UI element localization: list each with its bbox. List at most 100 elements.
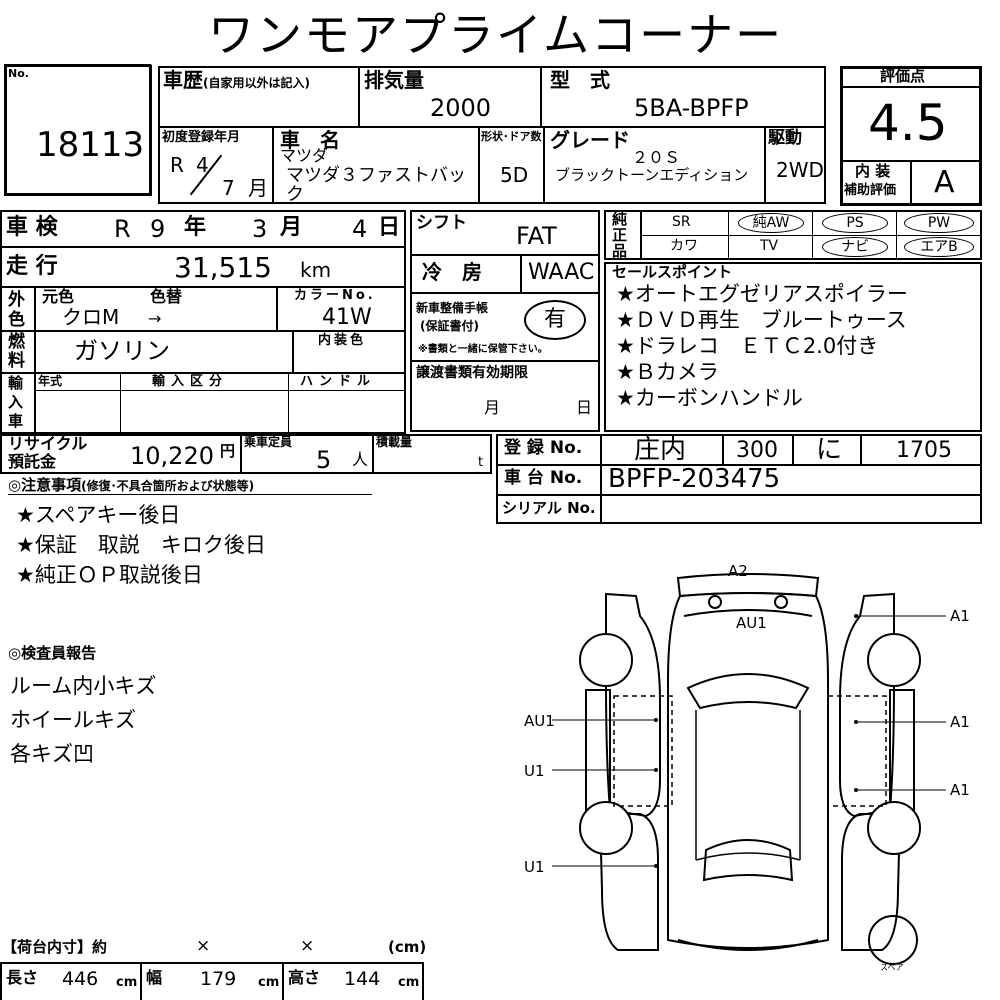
first-reg-label: 初度登録年月 [162,130,241,145]
transfer-label: 譲渡書類有効期限 [416,365,528,381]
change-color-label: 色替 [150,287,183,306]
recycle-box [0,434,492,474]
displacement-value: 2000 [430,94,492,122]
model-label: 型 式 [550,68,610,92]
serial-label: シリアル No. [502,499,596,517]
car-name: マツダ３ファストバック [286,165,466,205]
interior-color-label: 内装色 [318,333,367,348]
diagram-label-right-rear-door: A1 [950,781,970,799]
color-code-label: カラーNo. [294,288,376,303]
manual-label-2: (保証書付) [420,319,479,333]
cargo-x1: × [196,936,211,956]
inspector-item: 各キズ凹 [10,742,94,766]
reg-number: 1705 [896,438,952,463]
load-label: 積載量 [376,435,413,449]
equip-pw: PW [904,213,974,233]
reg-area: 庄内 [634,435,687,465]
diagram-label-front: A2 [728,562,748,580]
inspection-day-unit: 日 [378,215,401,240]
shift-box [410,210,600,432]
note-item: ★純正ＯＰ取説後日 [16,563,203,587]
manual-note: ※書類と一緒に保管下さい。 [418,344,548,355]
import-label: 輸入車 [8,374,24,430]
chassis-value: BPFP-203475 [608,464,781,494]
ac-value: WAAC [528,260,595,285]
cargo-length-unit: cm [116,975,138,990]
capacity-unit: 人 [352,450,369,469]
manual-value: 有 [524,300,586,340]
interior-label-1: 内 装 [855,162,891,180]
mileage-unit: km [300,258,332,282]
transfer-month-unit: 月 [484,398,501,417]
grade-value-2: ブラックトーンエディション [555,166,749,184]
inspector-item: ホイールキズ [10,708,136,732]
equip-tv: TV [760,238,779,254]
registration-box [496,434,982,524]
cargo-unit: (cm) [388,938,427,956]
recycle-unit: 円 [220,442,236,460]
ac-label: 冷 房 [422,260,482,284]
displacement-label: 排気量 [364,68,424,92]
grade-label: グレード [550,128,630,152]
inspection-month-unit: 月 [280,215,303,240]
grade-value-1: ２０Ｓ [632,148,681,167]
notes-label: ◎注意事項(修復･不具合箇所および状態等) [8,476,255,494]
chassis-label: 車 台 No. [504,468,583,488]
inspection-year-unit: 年 [184,215,207,240]
cargo-x2: × [300,936,315,956]
equip-alloy-wheel: 純AW [738,213,804,233]
sales-item: ★オートエグゼリアスポイラー [616,282,908,306]
fuel-value: ガソリン [74,337,170,365]
first-reg-year: 4 [196,153,209,177]
cargo-width-unit: cm [258,975,280,990]
sales-item: ★ドラレコ ＥＴＣ2.0付き [616,334,879,358]
cargo-box [0,962,424,1000]
inspector-item: ルーム内小キズ [10,674,157,698]
equipment-label: 純正品 [612,210,628,260]
car-damage-diagram: A2 AU1 A1 AU1 A1 U1 A1 U1 スペア [524,562,970,972]
model-value: 5BA-BPFP [634,94,749,122]
cargo-label: 【荷台内寸】約 [2,938,108,956]
import-type-label: 輸入区分 [152,374,229,389]
score-label: 評価点 [880,67,926,85]
diagram-label-left-front-door: AU1 [524,712,555,730]
change-color-value: → [148,309,162,328]
sales-item: ★ＤＶＤ再生 ブルートゥース [616,308,907,332]
equip-sr: SR [672,214,691,230]
page-title: ワンモアプライムコーナー [208,8,784,62]
equip-navi: ナビ [822,237,888,257]
mileage-label: 走 行 [6,254,58,279]
shift-value: FAT [516,222,557,250]
manual-label-1: 新車整備手帳 [416,301,489,315]
capacity-value: 5 [316,446,332,474]
reg-label: 登 録 No. [504,438,583,458]
capacity-label: 乗車定員 [244,435,293,449]
sales-label: セールスポイント [612,263,733,281]
orig-color-value: クロM [62,305,120,329]
first-reg-month: 7 [222,176,235,200]
cargo-width-value: 179 [200,968,237,990]
load-unit: t [478,455,484,470]
color-code-value: 41W [322,305,372,330]
orig-color-label: 元色 [42,287,75,306]
inspection-box [0,210,406,434]
interior-value: A [934,165,955,200]
inspection-era: R [114,215,131,243]
score-value: 4.5 [868,94,948,152]
first-reg-era: R [170,153,184,177]
number-value: 18113 [36,125,145,165]
diagram-label-right-front-door: A1 [950,713,970,731]
diagram-spare-label: スペア [880,963,903,972]
drive-label: 駆動 [768,128,802,148]
cargo-length-label: 長さ [6,968,39,987]
import-year-label: 年式 [38,374,63,388]
cargo-length-value: 446 [62,968,99,990]
cargo-width-label: 幅 [146,968,163,987]
recycle-value: 10,220 [130,442,214,470]
note-item: ★スペアキー後日 [16,503,181,527]
recycle-label-2: 預託金 [8,452,57,471]
diagram-label-hood: AU1 [736,614,767,632]
transfer-day-unit: 日 [576,398,593,417]
reg-kana: に [816,435,843,465]
sales-item: ★Ｂカメラ [616,360,719,384]
